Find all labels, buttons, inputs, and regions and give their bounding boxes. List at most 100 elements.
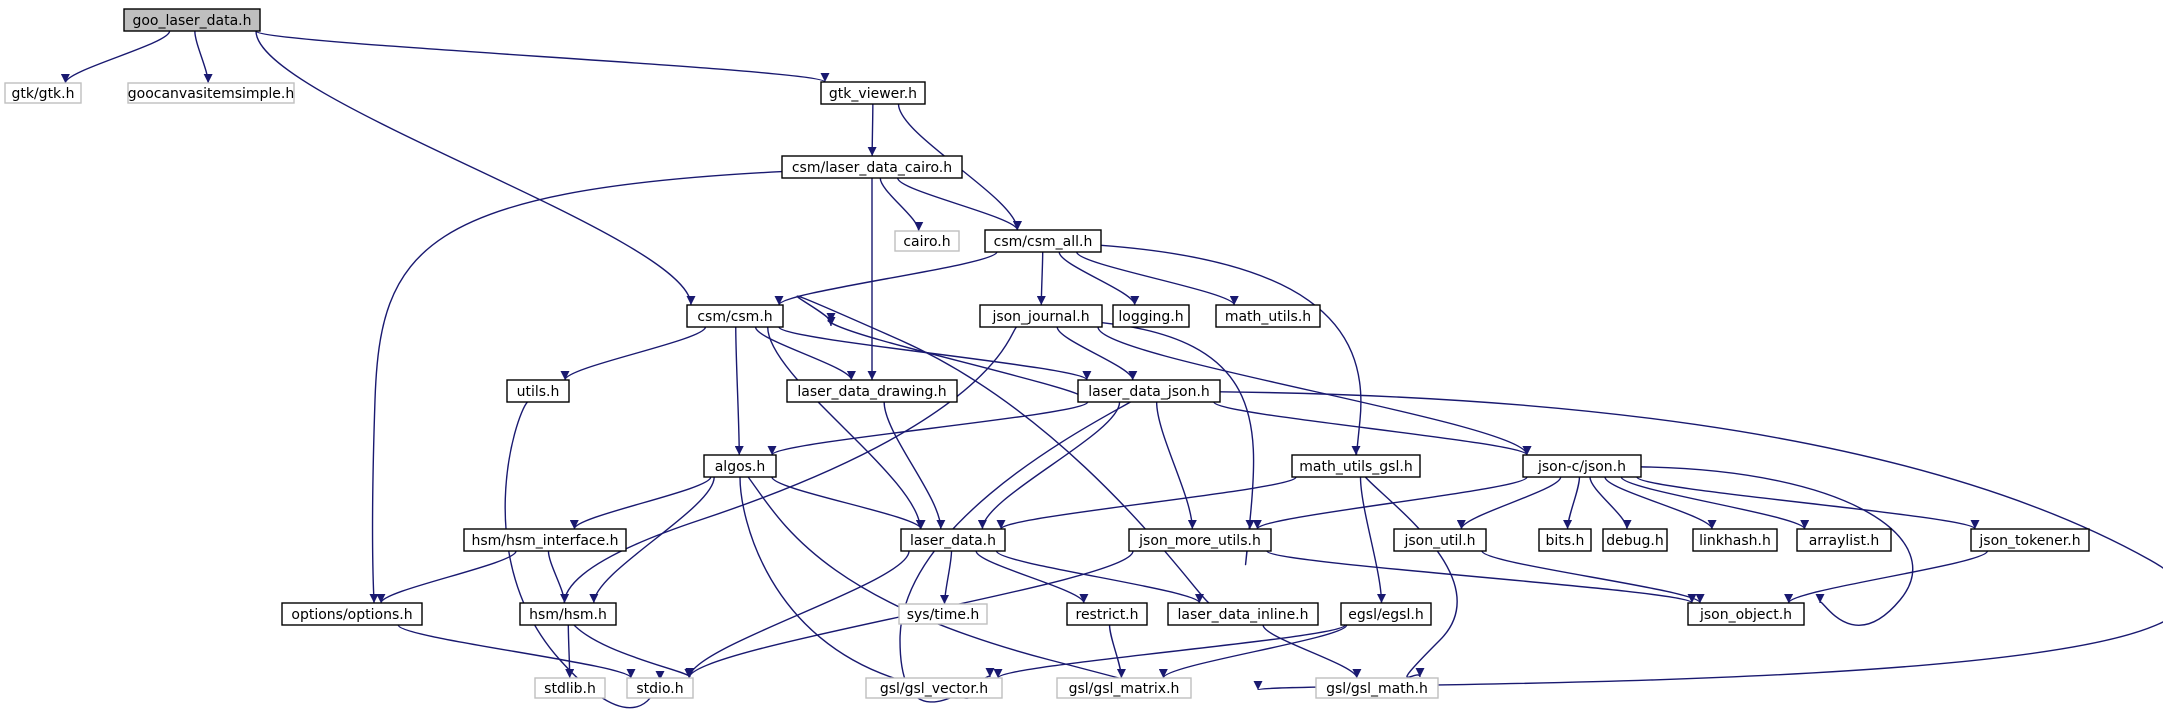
edge-laser_data_json_h-to-algos_h: [767, 401, 1089, 456]
edge-algos_h-to-laser_data_h: [771, 476, 926, 530]
node-box: [127, 82, 295, 104]
node-gtk-viewer-h[interactable]: gtk_viewer.h: [820, 81, 926, 105]
node-json-tokener-h[interactable]: json_tokener.h: [1970, 528, 2090, 552]
node-label: json_util.h: [1403, 533, 1475, 549]
node-math-utils-h[interactable]: math_utils.h: [1215, 304, 1321, 328]
edge-json_util_h-to-json_object_h: [1481, 550, 1705, 604]
node-csm-csm-h[interactable]: csm/csm.h: [686, 304, 784, 328]
node-box: [900, 528, 1006, 552]
edge-csm_csm_h-to-laser_data_json_h: [778, 326, 1092, 381]
edge-csm_csm_all_h-to-math_utils_gsl_h: [1100, 244, 1362, 474]
node-label: bits.h: [1546, 533, 1585, 549]
node-label: hsm/hsm.h: [529, 607, 607, 623]
node-json-c-json-h[interactable]: json-c/json.h: [1522, 454, 1642, 478]
node-label: cairo.h: [903, 234, 950, 250]
node-label: laser_data.h: [910, 533, 996, 549]
node-utils-h[interactable]: utils.h: [506, 379, 570, 403]
edge-json_c_json_h-to-linkhash_h: [1604, 476, 1717, 530]
edge-json_journal_h-to-laser_data_json_h: [1056, 326, 1138, 381]
node-box: [4, 82, 82, 104]
edge-json_c_json_h-to-arraylist_h: [1620, 476, 1810, 530]
node-box: [1056, 677, 1192, 699]
node-label: debug.h: [1606, 533, 1663, 549]
node-box: [898, 603, 988, 625]
node-restrict-h[interactable]: restrict.h: [1066, 602, 1148, 626]
edge-csm_laser_data_cairo_h-to-csm_csm_all_h: [896, 177, 1022, 231]
node-laser-data-inline-h[interactable]: laser_data_inline.h: [1167, 602, 1319, 626]
node-label: stdio.h: [636, 681, 683, 697]
node-box: [1692, 528, 1778, 552]
node-debug-h[interactable]: debug.h: [1602, 528, 1668, 552]
node-box: [1602, 528, 1668, 552]
node-laser-data-json-h[interactable]: laser_data_json.h: [1077, 379, 1221, 403]
node-hsm-hsm-interface-h[interactable]: hsm/hsm_interface.h: [463, 528, 627, 552]
node-arraylist-h[interactable]: arraylist.h: [1796, 528, 1892, 552]
node-bits-h[interactable]: bits.h: [1538, 528, 1592, 552]
node-laser-data-h[interactable]: laser_data.h: [900, 528, 1006, 552]
node-box: [463, 528, 627, 552]
edge-laser_data_h-to-stdio_h: [684, 550, 910, 679]
node-label: csm/csm.h: [697, 309, 772, 325]
node-box: [1112, 304, 1190, 328]
node-algos-h[interactable]: algos.h: [703, 454, 777, 478]
edge-laser_data_h-to-sys_time_h: [940, 550, 953, 605]
edge-laser_data_json_h-to-gsl_gsl_vector_h: [899, 401, 1131, 703]
node-box: [1215, 304, 1321, 328]
node-label: logging.h: [1118, 309, 1183, 325]
node-box: [979, 304, 1103, 328]
node-json-util-h[interactable]: json_util.h: [1393, 528, 1487, 552]
node-label: stdlib.h: [544, 681, 596, 697]
node-label: laser_data_json.h: [1088, 384, 1210, 400]
node-box: [1340, 602, 1432, 626]
edge-laser_data_inline_h-to-gsl_gsl_math_h: [1262, 624, 1362, 679]
node-csm-csm-all-h[interactable]: csm/csm_all.h: [984, 229, 1102, 253]
node-json-journal-h[interactable]: json_journal.h: [979, 304, 1103, 328]
node-box: [781, 155, 963, 179]
node-box: [1128, 528, 1272, 552]
edge-csm_csm_all_h-to-csm_csm_h: [774, 251, 998, 306]
node-label: linkhash.h: [1699, 533, 1771, 549]
edge-math_utils_gsl_h-to-laser_data_h: [996, 476, 1297, 530]
edge-gtk_viewer_h-to-csm_laser_data_cairo_h: [867, 103, 877, 157]
node-label: gsl/gsl_matrix.h: [1069, 681, 1180, 697]
edge-json_c_json_h-to-json_more_utils_h: [1252, 476, 1528, 530]
edge-json_c_json_h-to-debug_h: [1589, 476, 1632, 530]
node-box: [281, 602, 423, 626]
edge-goo_laser_data_h-to-goocanvasitemsimple_h: [194, 30, 213, 84]
edge-json_c_json_h-to-json_util_h: [1456, 476, 1562, 530]
node-label: algos.h: [715, 459, 766, 475]
node-options-options-h[interactable]: options/options.h: [281, 602, 423, 626]
node-egsl-egsl-h[interactable]: egsl/egsl.h: [1340, 602, 1432, 626]
node-stdio-h: stdio.h: [626, 677, 694, 699]
node-label: goo_laser_data.h: [132, 13, 251, 29]
node-csm-laser-data-cairo-h[interactable]: csm/laser_data_cairo.h: [781, 155, 963, 179]
node-label: options/options.h: [291, 607, 412, 623]
edge-utils_h-to-stdio_h: [504, 401, 665, 709]
node-box: [1077, 379, 1221, 403]
node-label: utils.h: [517, 384, 560, 400]
node-box: [1167, 602, 1319, 626]
node-linkhash-h[interactable]: linkhash.h: [1692, 528, 1778, 552]
node-box: [703, 454, 777, 478]
edge-laser_data_h-to-restrict_h: [975, 550, 1089, 604]
edge-goo_laser_data_h-to-csm_csm_h: [255, 30, 696, 306]
node-laser-data-drawing-h[interactable]: laser_data_drawing.h: [786, 379, 958, 403]
node-math-utils-gsl-h[interactable]: math_utils_gsl.h: [1291, 454, 1421, 478]
node-goocanvasitemsimple-h: goocanvasitemsimple.h: [127, 82, 295, 104]
node-json-object-h[interactable]: json_object.h: [1687, 602, 1805, 626]
node-logging-h[interactable]: logging.h: [1112, 304, 1190, 328]
node-goo-laser-data-h[interactable]: goo_laser_data.h: [123, 8, 261, 32]
node-hsm-hsm-h[interactable]: hsm/hsm.h: [519, 602, 617, 626]
edge-laser_data_json_h-to-gsl_gsl_matrix_h: [1219, 391, 2163, 691]
node-json-more-utils-h[interactable]: json_more_utils.h: [1128, 528, 1272, 552]
node-label: gtk/gtk.h: [11, 86, 74, 102]
edge-egsl_egsl_h-to-gsl_gsl_vector_h: [993, 624, 1346, 679]
edge-laser_data_drawing_h-to-laser_data_h: [883, 401, 946, 530]
node-box: [519, 602, 617, 626]
node-box: [1522, 454, 1642, 478]
node-label: math_utils_gsl.h: [1299, 459, 1412, 475]
node-label: arraylist.h: [1809, 533, 1880, 549]
node-box: [786, 379, 958, 403]
node-label: json_tokener.h: [1978, 533, 2080, 549]
